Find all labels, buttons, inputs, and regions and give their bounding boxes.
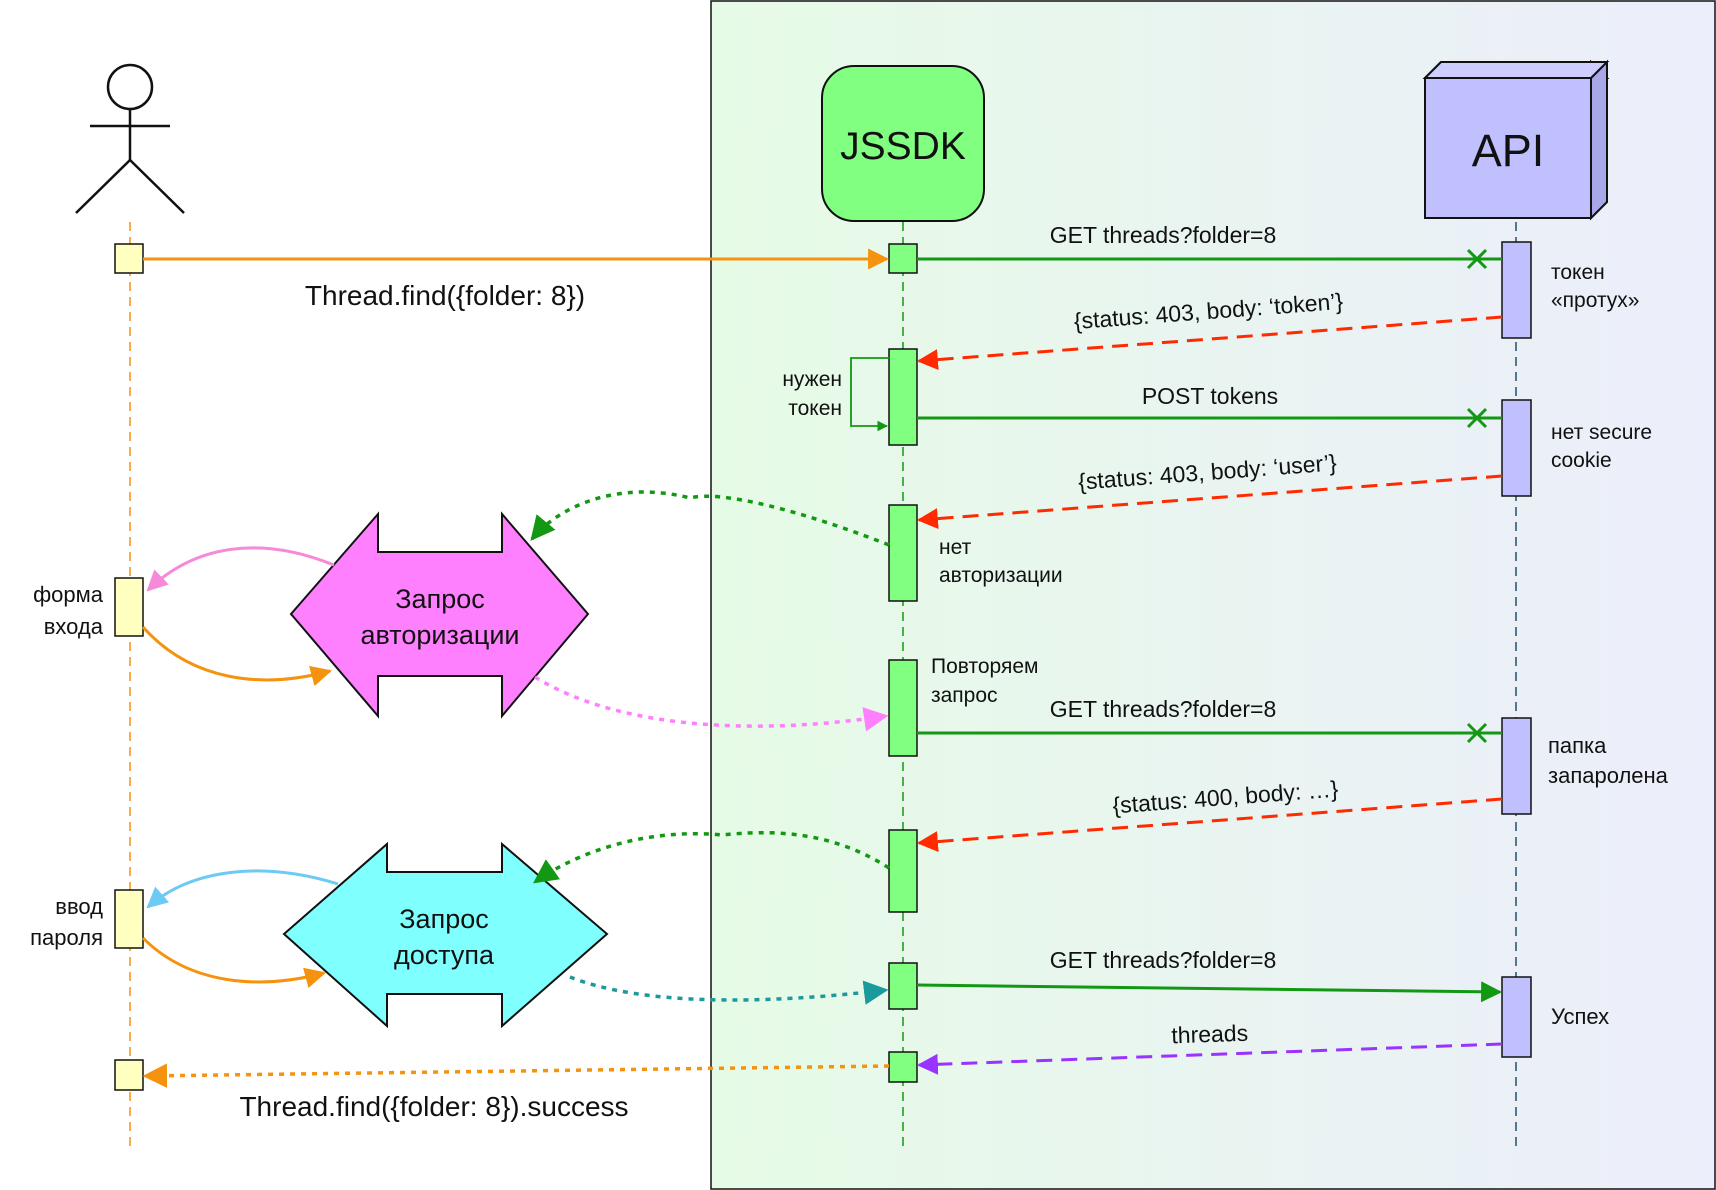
find-success-arrow (142, 1063, 890, 1088)
retry-line2: запрос (931, 684, 998, 707)
find-success-label: Thread.find({folder: 8}).success (239, 1091, 628, 1122)
get3-label: GET threads?folder=8 (1050, 947, 1277, 973)
jssdk-activation-6 (888, 962, 918, 1010)
lost-message-icon (1466, 722, 1488, 744)
user-activation-call (114, 243, 144, 274)
folder-locked-line2: запаролена (1548, 763, 1669, 788)
jssdk-activation-7 (888, 1051, 918, 1083)
retry-line1: Повторяем (931, 655, 1038, 678)
user-activation-password (114, 889, 144, 949)
post-tokens-label: POST tokens (1142, 383, 1278, 409)
password-to-access-request-arrow (141, 936, 327, 988)
jssdk-activation-2 (888, 348, 918, 446)
auth-request-shape (289, 511, 590, 719)
lost-message-icon (1466, 248, 1488, 270)
login-form-line2: входа (44, 614, 104, 639)
token-expired-line2: «протух» (1551, 289, 1639, 312)
jssdk-activation-1 (888, 243, 918, 274)
api-activation-4 (1501, 976, 1532, 1058)
auth-request-line2: авторизации (361, 620, 520, 650)
token-expired-line1: токен (1551, 261, 1605, 284)
user-actor-icon (75, 63, 185, 214)
user-activation-success (114, 1059, 144, 1091)
get3-arrow (916, 981, 1503, 1003)
get1-label: GET threads?folder=8 (1050, 222, 1277, 248)
need-token-line2: токен (788, 397, 842, 420)
lost-message-icon (1466, 407, 1488, 429)
no-auth-line1: нет (939, 536, 972, 559)
access-request-shape (282, 841, 609, 1029)
jssdk-label: JSSDK (840, 125, 966, 168)
auth-request-to-login-arrow (146, 546, 335, 592)
need-token-line1: нужен (782, 368, 842, 391)
resp2-arrow (916, 474, 1503, 530)
login-to-auth-request-arrow (141, 626, 333, 687)
resp3-arrow (916, 797, 1503, 853)
login-form-line1: форма (33, 582, 104, 607)
resp1-arrow (916, 315, 1503, 371)
jssdk-activation-5 (888, 829, 918, 913)
find-call-label: Thread.find({folder: 8}) (305, 280, 585, 311)
folder-locked-line1: папка (1548, 733, 1607, 758)
no-cookie-line2: cookie (1551, 449, 1612, 472)
jssdk-activation-3 (888, 504, 918, 602)
success-note: Успех (1551, 1004, 1609, 1029)
password-entry-line1: ввод (55, 894, 103, 919)
api-activation-2 (1501, 399, 1532, 497)
auth-request-to-retry-arrow (534, 675, 889, 732)
jssdk-participant (821, 65, 985, 222)
access-request-line1: Запрос (399, 904, 488, 934)
access-request-line2: доступа (394, 940, 495, 970)
no-auth-line2: авторизации (939, 564, 1063, 587)
password-entry-line2: пароля (30, 925, 103, 950)
access-request-to-password-arrow (146, 869, 339, 909)
threads-label: threads (1171, 1020, 1249, 1049)
user-activation-login-form (114, 577, 144, 637)
threads-arrow (916, 1042, 1503, 1075)
api-label: API (1472, 125, 1545, 176)
api-activation-3 (1501, 717, 1532, 815)
no-auth-to-auth-request-arrow (530, 490, 890, 547)
no-cookie-line1: нет secure (1551, 421, 1652, 444)
get2-label: GET threads?folder=8 (1050, 696, 1277, 722)
auth-request-line1: Запрос (395, 584, 484, 614)
api-activation-1 (1501, 241, 1532, 339)
jssdk-activation-4 (888, 659, 918, 757)
self-call-arrow (850, 357, 889, 432)
api-participant (1422, 59, 1610, 221)
